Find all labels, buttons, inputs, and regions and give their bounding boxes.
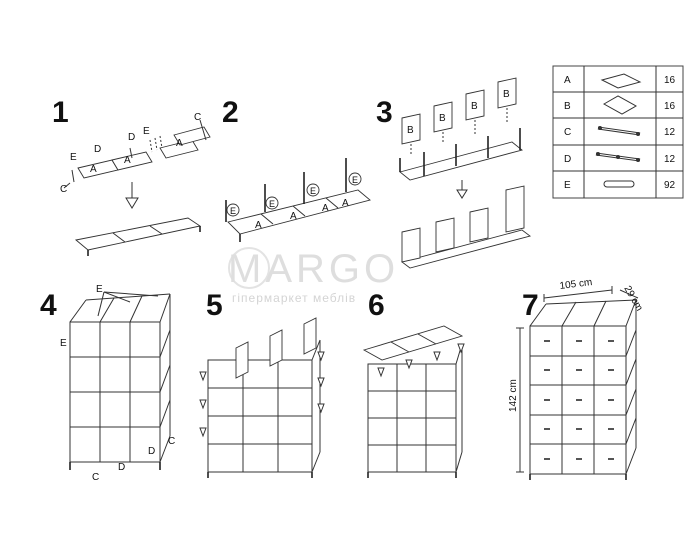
panel-a-2 [111, 151, 153, 171]
step-3-diagram: B B B B [399, 77, 532, 269]
label-a: A [342, 198, 349, 209]
part-qty: 16 [664, 75, 676, 86]
panel-b [465, 89, 485, 121]
dimension-height: 142 cm [508, 327, 524, 473]
panel-b [497, 77, 517, 109]
part-qty: 16 [664, 101, 676, 112]
step-6-diagram [362, 325, 465, 478]
part-letter: D [564, 154, 571, 165]
label-e: E [70, 152, 77, 163]
top-row [362, 325, 464, 361]
step-number-2: 2 [222, 96, 239, 129]
label-e: E [96, 284, 103, 295]
label-d: D [94, 144, 101, 155]
label-a: A [90, 164, 97, 175]
panel-b [505, 185, 525, 233]
pin-e-icon [603, 180, 635, 188]
label-a: A [176, 138, 183, 149]
arrow-down-icon [456, 180, 468, 199]
step3-assembled-base [400, 229, 532, 269]
label-e: E [143, 126, 150, 137]
part-qty: 12 [664, 127, 676, 138]
panel-b [303, 317, 317, 355]
step-number-6: 6 [368, 289, 385, 322]
connector-d-icon [595, 152, 641, 162]
parts-row-a: A 16 [564, 73, 676, 89]
dimension-width: 105 cm [543, 277, 613, 302]
panel-b [401, 227, 421, 263]
label-b: B [503, 89, 510, 100]
step-7-diagram: 105 cm 29 cm 142 cm [508, 277, 645, 480]
panel-b [435, 217, 455, 253]
step-1-diagram: A A A D D E C E C [60, 112, 211, 256]
arrow-down-icon [125, 182, 139, 209]
label-e: E [269, 199, 275, 209]
label-c: C [60, 184, 67, 195]
label-e: E [310, 186, 316, 196]
label-d: D [128, 132, 135, 143]
label-c: C [168, 436, 175, 447]
panel-a-icon [600, 73, 642, 89]
watermark-brand: MARGO [228, 247, 399, 291]
parts-row-e: E 92 [564, 180, 676, 191]
panel-b-icon [602, 95, 638, 115]
assembled-base [74, 217, 202, 251]
parts-table: A 16 B 16 C 12 D [552, 65, 684, 199]
label-b: B [471, 101, 478, 112]
pin-insert-arrow-icon [199, 351, 325, 438]
depth-label: 29 cm [621, 284, 644, 313]
parts-row-d: D 12 [564, 152, 676, 165]
label-e: E [352, 175, 358, 185]
panel-b [469, 207, 489, 243]
panel-b [433, 101, 453, 133]
step-2-diagram: A A A A E E E E [225, 158, 371, 242]
pin-e-callout [226, 203, 240, 217]
step-5-diagram [199, 317, 325, 478]
label-a: A [322, 203, 329, 214]
label-a: A [255, 220, 262, 231]
label-e: E [230, 206, 236, 216]
base-row [227, 189, 371, 235]
pin-e-callout [265, 196, 279, 210]
panel-a-4 [173, 126, 211, 146]
panel-a-1 [77, 159, 119, 179]
step3-base [399, 141, 523, 181]
watermark: MARGO гіпермаркет меблів [228, 247, 399, 305]
label-c: C [92, 472, 99, 483]
part-letter: A [564, 75, 571, 86]
parts-row-c: C 12 [564, 126, 676, 138]
step-number-5: 5 [206, 289, 223, 322]
watermark-tagline: гіпермаркет меблів [232, 291, 356, 305]
label-a: A [290, 211, 297, 222]
part-qty: 12 [664, 154, 676, 165]
part-letter: B [564, 101, 571, 112]
label-b: B [407, 125, 414, 136]
step-number-1: 1 [52, 96, 69, 129]
pin-e-callout [306, 183, 320, 197]
label-e: E [60, 338, 67, 349]
label-d: D [148, 446, 155, 457]
step-number-3: 3 [376, 96, 393, 129]
panel-b [401, 113, 421, 145]
step-4-diagram: E E C D D C [60, 284, 175, 483]
connector-c-icon [597, 126, 641, 136]
pin-e-callout [348, 172, 362, 186]
label-b: B [439, 113, 446, 124]
pin-insert-arrow-icon [377, 343, 465, 378]
label-c: C [194, 112, 201, 123]
step-number-4: 4 [40, 289, 57, 322]
label-d: D [118, 462, 125, 473]
width-label: 105 cm [559, 277, 593, 292]
panel-b [269, 329, 283, 367]
panel-b [235, 341, 249, 379]
step-number-7: 7 [522, 289, 539, 322]
part-qty: 92 [664, 180, 676, 191]
parts-row-b: B 16 [564, 95, 676, 115]
part-letter: E [564, 180, 571, 191]
label-a: A [124, 155, 131, 166]
part-letter: C [564, 127, 571, 138]
connector-marks [544, 340, 614, 460]
height-label: 142 cm [508, 379, 519, 412]
